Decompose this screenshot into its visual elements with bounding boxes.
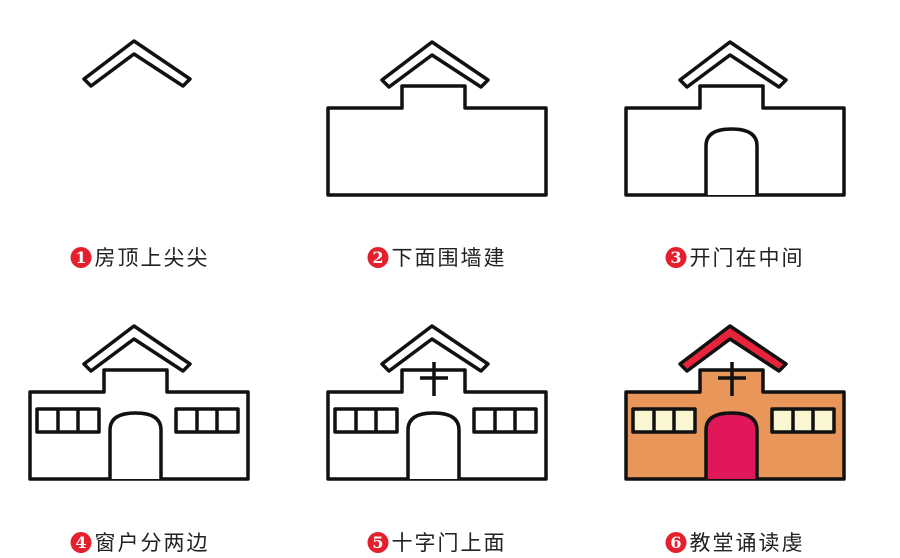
step-caption-text: 教堂诵读虔 [689, 531, 805, 555]
roof [678, 324, 788, 373]
step-5-house [326, 324, 548, 481]
step-number-badge: 6 [665, 531, 687, 553]
window-frame [631, 407, 697, 434]
roof [82, 324, 192, 373]
step-number-badge: 3 [665, 246, 687, 268]
step-3-house [624, 40, 846, 197]
window-frame [472, 407, 538, 434]
left-window [631, 407, 697, 434]
step-caption-text: 开门在中间 [689, 246, 805, 270]
step-caption-text: 窗户分两边 [94, 531, 210, 555]
step-number-badge: 5 [367, 531, 389, 553]
building-wall [326, 84, 548, 197]
right-window [174, 407, 240, 434]
step-4-house [28, 324, 250, 481]
door [704, 127, 759, 195]
step-caption-text: 下面围墙建 [391, 246, 507, 270]
step-caption-text: 十字门上面 [391, 531, 507, 555]
right-window [472, 407, 538, 434]
door [406, 411, 461, 479]
door [704, 411, 759, 479]
roof [380, 324, 490, 373]
roof [380, 40, 490, 89]
window-frame [770, 407, 836, 434]
roof [82, 39, 192, 88]
right-window [770, 407, 836, 434]
left-window [35, 407, 101, 434]
step-caption-text: 房顶上尖尖 [94, 246, 210, 270]
step-number-badge: 2 [367, 246, 389, 268]
step-2-house [326, 40, 548, 197]
step-1-house [82, 39, 192, 88]
door [108, 411, 163, 479]
step-number-badge: 4 [70, 531, 92, 553]
window-frame [35, 407, 101, 434]
step-number-badge: 1 [70, 246, 92, 268]
left-window [333, 407, 399, 434]
roof [678, 40, 788, 89]
window-frame [174, 407, 240, 434]
window-frame [333, 407, 399, 434]
step-6-house [624, 324, 846, 481]
